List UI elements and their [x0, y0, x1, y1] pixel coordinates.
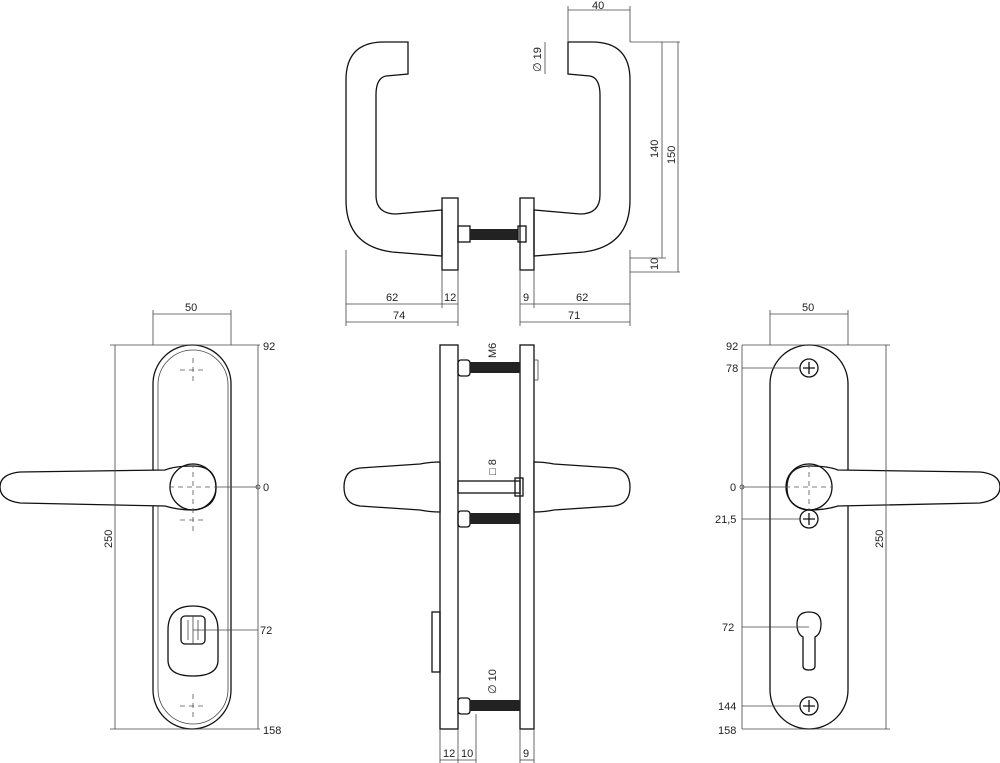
middle-dim-diameter: ∅ 10: [487, 669, 499, 694]
right-view: 50 250 92 78 0 21,5 72 144 158: [715, 302, 1000, 737]
middle-bolt-bottom: [470, 700, 520, 711]
right-dim-total-height: 250: [874, 530, 886, 548]
screw-icon: [799, 358, 819, 378]
middle-right-plate: [519, 344, 535, 730]
middle-left-lever: [343, 461, 441, 513]
left-backplate: [152, 344, 232, 730]
right-dim-cylinder: 72: [722, 622, 734, 634]
dim-left-projection: 62: [386, 292, 398, 304]
middle-bolt-mid: [470, 513, 520, 524]
dim-right-total: 71: [568, 310, 580, 322]
left-u-handle: [345, 41, 443, 257]
left-lever: [0, 465, 217, 511]
dim-left-rose: 12: [444, 292, 456, 304]
dim-right-projection: 62: [576, 292, 588, 304]
left-cylinder-cover: [167, 605, 219, 677]
right-backplate: [769, 344, 849, 730]
left-dim-cylinder: 72: [260, 625, 272, 637]
right-dim-screw-top: 78: [726, 363, 738, 375]
right-dim-width: 50: [802, 302, 814, 314]
dim-inner-height: 140: [649, 140, 661, 158]
dim-bar-diameter: ∅ 19: [532, 47, 544, 72]
right-dim-screw-bottom: 144: [718, 701, 736, 713]
right-dim-bottom: 158: [718, 725, 736, 737]
top-view: 40 ∅ 19 140 150 10 62 12 74 9 62 71: [345, 0, 680, 326]
dim-total-height: 150: [666, 146, 678, 164]
left-dim-width: 50: [185, 302, 197, 314]
middle-right-lever: [533, 461, 631, 513]
left-dim-center: 0: [263, 482, 269, 494]
right-dim-top: 92: [726, 341, 738, 353]
middle-lock-body: [431, 611, 441, 673]
right-u-handle: [533, 41, 631, 257]
right-rose-stub: [517, 225, 527, 243]
screw-icon: [799, 696, 819, 716]
dim-rose-thickness: 40: [592, 0, 604, 12]
middle-spindle: [457, 480, 521, 494]
right-dim-center: 0: [730, 482, 736, 494]
left-dim-bottom: 158: [263, 725, 281, 737]
right-lever: [786, 465, 1000, 511]
left-dim-total-height: 250: [103, 530, 115, 548]
left-backplate-inner: [157, 349, 229, 725]
middle-dim-plate-a: 12: [443, 748, 455, 760]
left-rose: [441, 197, 459, 271]
middle-dim-plate-c: 9: [523, 748, 529, 760]
right-rose: [519, 197, 535, 271]
middle-bolt-top-head: [457, 359, 471, 377]
screw-icon: [799, 509, 819, 529]
right-keyhole: [796, 611, 822, 671]
dim-left-total: 74: [393, 310, 405, 322]
middle-spindle-end: [514, 477, 524, 497]
left-rose-stub: [457, 225, 471, 243]
middle-dim-spindle: □ 8: [487, 459, 499, 475]
middle-dim-plate-b: 10: [461, 748, 473, 760]
middle-dim-bolt: M6: [487, 343, 499, 358]
top-bolt: [470, 229, 518, 240]
right-dim-screw-mid: 21,5: [715, 514, 736, 526]
middle-left-plate: [439, 344, 459, 730]
middle-bolt-top: [470, 362, 520, 373]
dim-rose-height: 10: [649, 258, 661, 270]
middle-bolt-bottom-head: [457, 697, 471, 715]
middle-bolt-mid-head: [457, 510, 471, 528]
left-dim-top: 92: [263, 341, 275, 353]
middle-view: M6 □ 8 ∅ 10 12 10 9: [343, 343, 631, 763]
left-view: 50 250 92 0 72 158: [0, 302, 281, 737]
dim-right-rose: 9: [523, 292, 529, 304]
